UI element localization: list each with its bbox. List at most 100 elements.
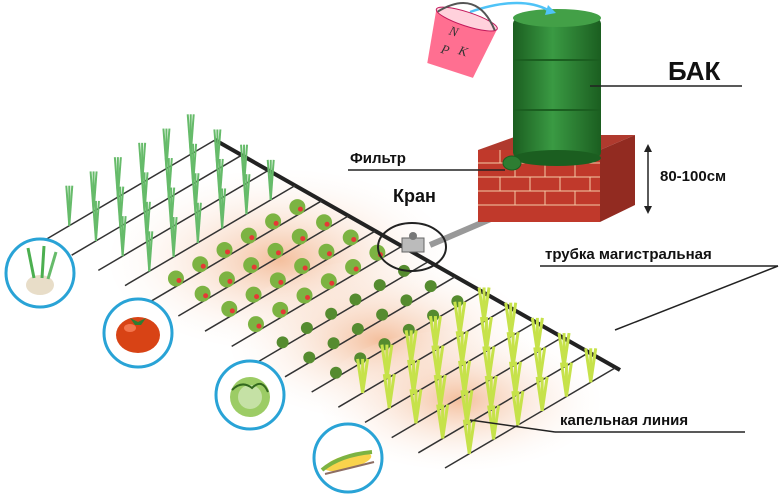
drip-line	[97, 169, 269, 272]
tank-label: БАК	[668, 56, 721, 86]
plant-corn	[431, 345, 445, 380]
plant-tomato	[267, 242, 284, 259]
drip-line	[124, 184, 296, 287]
plant-cabbage	[300, 322, 313, 335]
plant-tomato	[345, 258, 362, 275]
drip-line	[44, 139, 216, 241]
valve-icon	[377, 222, 447, 272]
plant-corn	[356, 358, 370, 394]
plant-cabbage	[325, 307, 338, 320]
plant-tomato	[245, 286, 262, 303]
tomato-inset	[102, 297, 174, 369]
water-tank	[513, 9, 742, 166]
garlic-inset	[4, 237, 76, 309]
plant-cabbage	[351, 322, 364, 335]
valve-label: Кран	[393, 186, 436, 206]
plant-tomato	[194, 285, 211, 302]
main-pipe-label: трубка магистральная	[545, 246, 712, 263]
plant-corn	[428, 315, 442, 351]
plant-tomato	[320, 273, 337, 290]
drip-line	[71, 154, 243, 256]
plant-corn	[460, 390, 474, 425]
plant-corn	[455, 331, 469, 366]
plant-corn	[559, 362, 573, 397]
plant-tomato	[289, 199, 306, 216]
plant-corn	[436, 404, 450, 439]
plant-tomato	[240, 227, 257, 244]
plant-cabbage	[378, 338, 391, 351]
npk-bucket: N P K	[427, 2, 498, 78]
plant-cabbage	[376, 308, 389, 321]
plant-onion	[91, 200, 100, 241]
plant-onion	[118, 216, 127, 257]
plant-cabbage	[427, 309, 440, 322]
plant-corn	[433, 374, 447, 410]
plant-tomato	[221, 300, 238, 317]
plant-cabbage	[329, 366, 342, 379]
plant-corn	[407, 359, 421, 395]
tomato-icon	[116, 317, 160, 353]
plant-tomato	[247, 316, 264, 333]
plant-corn	[557, 332, 571, 368]
main-pipe-leader-diag	[614, 265, 779, 331]
plant-corn	[533, 347, 547, 382]
plant-onion	[193, 202, 202, 243]
plant-tomato	[167, 270, 184, 287]
plant-corn	[482, 346, 496, 381]
filter-icon	[348, 155, 522, 171]
plant-onion	[266, 159, 275, 200]
plant-corn	[458, 360, 472, 395]
garlic-icon	[26, 245, 58, 295]
plant-tomato	[318, 243, 335, 260]
plant-tomato	[192, 256, 209, 273]
plant-corn	[409, 389, 423, 424]
plant-corn	[504, 302, 518, 337]
plant-corn	[453, 301, 467, 336]
plant-corn	[535, 376, 549, 412]
drip-line	[364, 321, 536, 424]
height-bracket	[644, 144, 652, 214]
plant-cabbage	[424, 280, 437, 293]
arrow-head-icon	[545, 5, 556, 15]
plant-cabbage	[400, 294, 413, 307]
plant-corn	[584, 348, 598, 383]
cabbage-inset	[214, 359, 286, 431]
plant-cabbage	[354, 352, 367, 365]
plant-tomato	[316, 214, 333, 231]
plant-onion	[169, 216, 178, 258]
plant-onion	[65, 185, 74, 226]
plant-cabbage	[327, 337, 340, 350]
plant-corn	[508, 361, 522, 396]
plant-tomato	[269, 272, 286, 289]
cabbage-icon	[230, 377, 270, 417]
filter-label: Фильтр	[350, 150, 406, 167]
plant-corn	[530, 317, 544, 353]
plant-corn	[462, 419, 476, 454]
drip-line	[444, 367, 616, 469]
plant-tomato	[218, 271, 235, 288]
plant-corn	[484, 375, 498, 411]
corn-icon	[320, 450, 375, 475]
plant-tomato	[216, 241, 233, 258]
plant-tomato	[272, 301, 289, 318]
plant-corn	[477, 287, 491, 322]
plant-tomato	[265, 213, 282, 230]
plant-cabbage	[451, 295, 464, 308]
plant-tomato	[243, 257, 260, 274]
drip-line	[391, 336, 563, 439]
drip-line-label: капельная линия	[560, 412, 689, 429]
plant-corn	[380, 344, 394, 379]
drip-line	[417, 352, 589, 454]
plant-cabbage	[349, 293, 362, 306]
plant-onion	[218, 188, 227, 229]
plant-corn	[479, 316, 493, 352]
plant-tomato	[291, 228, 308, 245]
drip-line-leader-diag	[469, 419, 556, 433]
plant-corn	[511, 390, 525, 426]
plant-tomato	[294, 258, 311, 275]
height-label: 80-100см	[660, 168, 727, 185]
plant-corn	[382, 373, 396, 409]
plant-rows	[65, 114, 598, 454]
drip-line	[337, 306, 509, 408]
